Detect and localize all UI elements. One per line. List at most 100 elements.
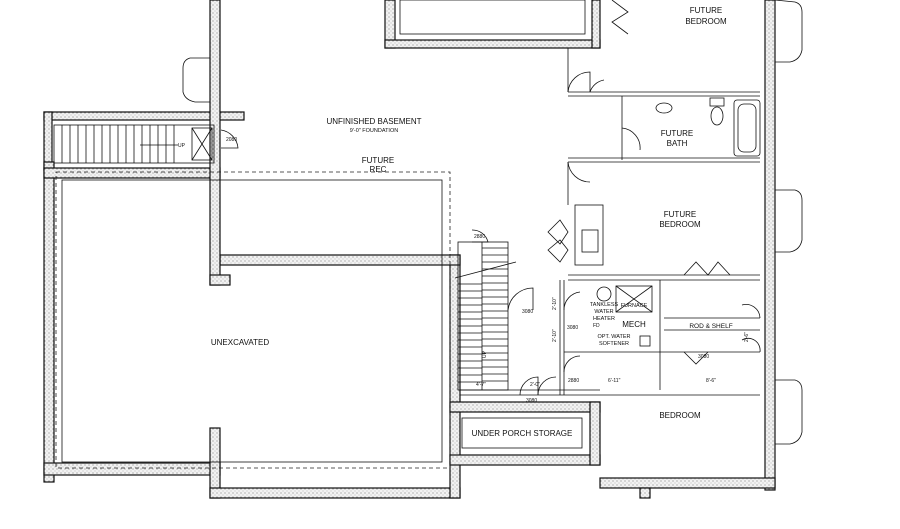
water-heater-symbol [596,286,612,302]
foundation-walls [43,0,776,499]
wall-segment [639,487,651,499]
label-future-bath: BATH [667,139,688,148]
wall-segment [599,477,776,489]
dimension-labels: 4'-7" 2'-0" 6'-11" 8'-6" 2'-10" 2'-10" 2… [476,297,750,388]
label-rod-shelf: ROD & SHELF [689,323,732,330]
wall-segment [43,111,53,171]
softener-symbol [639,335,651,347]
window-well [182,57,210,103]
bathtub-inner [737,103,757,153]
sink-fixture [655,102,673,114]
stair-labels: UP UP [178,143,488,358]
wall-segment [43,167,221,179]
label-floor-drain: FD [593,323,600,329]
landing-box [191,127,213,161]
label-tankless: HEATER [593,316,615,322]
wall-segment [209,274,231,286]
fireplace-room-outline [399,0,586,35]
wall-segment [591,0,601,49]
wall-segment [219,254,461,266]
door-swing [220,129,239,149]
label-future-bedroom-top: FUTURE [690,6,722,15]
door-swing [537,376,557,396]
equipment-labels: TANKLESS WATER HEATER FURNACE FD OPT. WA… [590,302,648,347]
label-mech: MECH [622,320,646,329]
label-softener: SOFTENER [599,341,629,347]
label-door: 3080 [526,398,537,404]
label-future-bath: FUTURE [661,129,693,138]
wall-segment [764,0,776,491]
wall-segment [43,161,55,483]
door-swing [507,287,534,311]
wall-segment [384,39,601,49]
furnace-box [615,285,653,313]
label-future-bedroom-mid: FUTURE [664,210,696,219]
wall-segment [589,401,601,466]
window-wells [182,0,803,445]
door-swing [683,351,709,365]
entry-stair [53,124,215,164]
label-stair-up: UP [178,143,186,149]
bathtub [733,99,761,157]
label-door: 3080 [567,325,578,331]
wall-segment [449,401,601,413]
bifold-door [683,261,731,276]
door-swing [589,79,605,93]
label-door: 3080 [698,354,709,360]
footing-outline [55,171,451,469]
inner-outlines [55,0,586,469]
doors [220,0,761,396]
wall-segment [43,462,221,476]
label-dimension: 2'-0" [530,382,540,388]
storage-outline [461,417,583,449]
window-well [775,379,803,445]
label-unfinished-basement: UNFINISHED BASEMENT [326,117,421,126]
unexcavated-outline [61,179,443,463]
label-door: 2880 [568,378,579,384]
toilet-bowl [710,106,724,126]
furnace-unit [581,229,599,253]
wall-segment [209,487,461,499]
label-door: 3080 [522,309,533,315]
bifold-door [611,0,629,35]
label-door: 2880 [474,234,485,240]
door-swing [741,304,761,319]
bifold-door [547,219,569,245]
label-furnace: FURNACE [621,303,648,309]
door-swing [621,127,641,151]
label-bedroom: BEDROOM [659,411,701,420]
stair-break-line [454,261,517,279]
label-under-porch-storage: UNDER PORCH STORAGE [472,429,573,438]
wall-segment [449,454,601,466]
label-softener: OPT. WATER [598,334,631,340]
door-swing [519,376,539,396]
room-labels: FUTURE BEDROOM UNFINISHED BASEMENT 9'-0"… [211,6,733,438]
door-swing [563,291,581,311]
label-future-bedroom-mid: BEDROOM [659,220,701,229]
label-future-bedroom-top: BEDROOM [685,17,727,26]
door-swing [471,229,489,243]
label-stair-up: UP [482,350,488,358]
label-dimension: 6'-11" [608,378,621,384]
window-well [775,189,803,253]
label-tankless: TANKLESS [590,302,619,308]
door-swing [567,71,591,93]
label-dimension: 2'-10" [552,297,558,310]
toilet-tank [709,97,725,107]
mech-closet [574,204,604,266]
landing-cross [191,127,213,161]
label-future-rec: REC [370,165,387,174]
label-door: 2080 [226,137,237,143]
label-foundation-note: 9'-0" FOUNDATION [350,128,398,134]
furnace-cross [615,285,653,313]
label-future-rec: FUTURE [362,156,394,165]
label-dimension: 2'-6" [744,332,750,342]
label-dimension: 4'-7" [476,382,486,388]
door-swing [741,337,761,353]
main-stair [454,241,517,391]
door-labels: 2080 2880 3080 3080 3080 3080 2880 [226,137,709,404]
door-swing [567,161,591,183]
wall-segment [209,0,221,286]
door-swing [563,355,581,373]
